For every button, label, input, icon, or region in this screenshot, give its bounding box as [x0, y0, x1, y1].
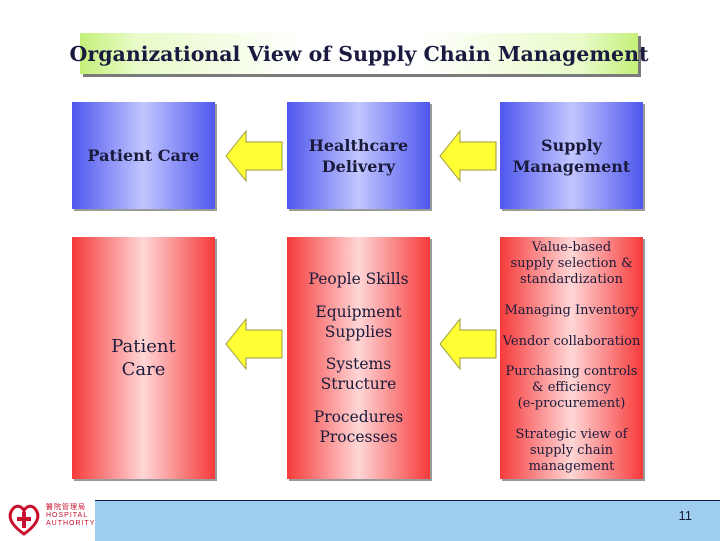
supply-management-label: Supply Management	[512, 135, 631, 176]
hospital-authority-logo-text: 醫院管理局 HOSPITAL AUTHORITY	[46, 504, 96, 527]
managing-inventory-item: Managing Inventory	[504, 302, 639, 318]
healthcare-delivery-detail-box: People Skills Equipment Supplies Systems…	[287, 237, 430, 479]
slide-number: 11	[678, 508, 693, 523]
patient-care-detail-label: Patient Care	[111, 336, 176, 380]
left-arrow-icon	[225, 129, 283, 183]
strategic-view-item: Strategic view of supply chain managemen…	[515, 427, 628, 474]
value-based-selection-item: Value-based supply selection & standardi…	[510, 240, 633, 287]
supply-management-box: Supply Management	[500, 102, 643, 209]
patient-care-box: Patient Care	[72, 102, 215, 209]
left-arrow-icon	[225, 317, 283, 371]
left-arrow-icon	[439, 317, 497, 371]
systems-structure-item: Systems Structure	[320, 355, 397, 394]
patient-care-detail-box: Patient Care	[72, 237, 215, 479]
supply-management-detail-box: Value-based supply selection & standardi…	[500, 237, 643, 479]
purchasing-controls-item: Purchasing controls & efficiency (e-proc…	[505, 364, 638, 412]
vendor-collaboration-item: Vendor collaboration	[502, 333, 641, 349]
left-arrow-icon	[439, 129, 497, 183]
hospital-authority-logo-icon	[8, 504, 40, 536]
footer-bar	[95, 500, 720, 541]
patient-care-label: Patient Care	[87, 146, 200, 165]
healthcare-delivery-label: Healthcare Delivery	[308, 135, 409, 176]
slide-title: Organizational View of Supply Chain Mana…	[70, 33, 648, 74]
healthcare-delivery-box: Healthcare Delivery	[287, 102, 430, 209]
equipment-supplies-item: Equipment Supplies	[315, 302, 402, 341]
people-skills-item: People Skills	[308, 270, 409, 289]
procedures-processes-item: Procedures Processes	[313, 407, 404, 446]
